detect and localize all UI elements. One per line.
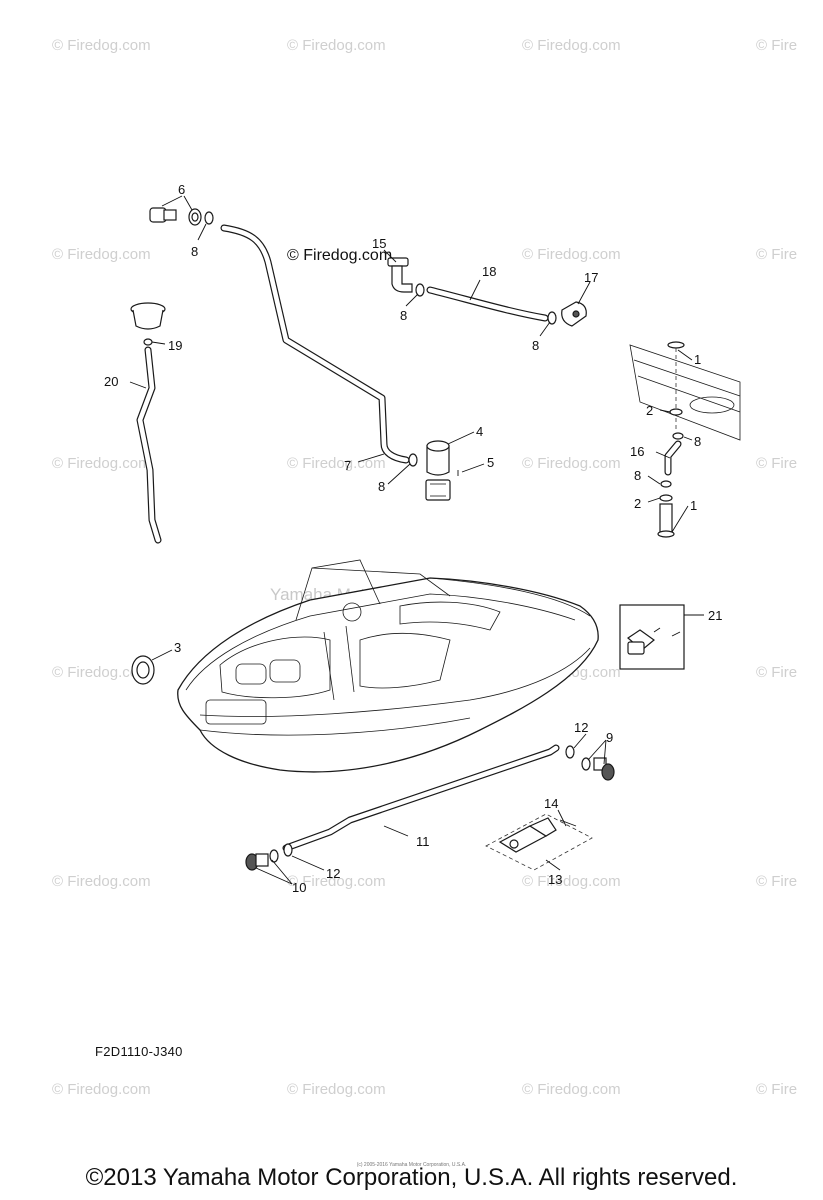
callout-14: 14 (544, 796, 558, 811)
watermark: © Firedog.com (52, 873, 151, 890)
watermark: © Firedog.com (52, 664, 151, 681)
callout-8: 8 (532, 338, 539, 353)
callout-18: 18 (482, 264, 496, 279)
callout-21: 21 (708, 608, 722, 623)
watermark-grid: © Firedog.com © Firedog.com © Firedog.co… (52, 37, 797, 1098)
watermark: © Firedog.com (522, 37, 621, 54)
callout-2: 2 (646, 403, 653, 418)
deck-fitting-1-bottom (657, 480, 675, 538)
watermark: © Fire (756, 37, 797, 54)
fine-print: (c) 2005-2016 Yamaha Motor Corporation, … (356, 1162, 467, 1168)
watermark: © Firedog.com (287, 37, 386, 54)
callout-8: 8 (378, 479, 385, 494)
water-separator-4 (425, 440, 459, 501)
callout-8: 8 (694, 434, 701, 449)
watermark: © Firedog.com (52, 1081, 151, 1098)
diagram-code: F2D1110-J340 (95, 1044, 183, 1059)
callout-1: 1 (694, 352, 701, 367)
callout-6: 6 (178, 182, 185, 197)
watermark: © Fire (756, 455, 797, 472)
watermark: © Firedog.com (522, 455, 621, 472)
watermark: © Fire (756, 246, 797, 263)
callout-labels: 6 8 15 8 18 17 8 19 20 4 5 7 8 1 2 8 16 … (104, 182, 722, 895)
callout-8: 8 (191, 244, 198, 259)
callout-1: 1 (690, 498, 697, 513)
drain-plug-3 (131, 655, 155, 685)
callout-7: 7 (344, 458, 351, 473)
watermark: © Firedog.com (287, 873, 386, 890)
watermark: © Firedog.com (52, 455, 151, 472)
callout-15: 15 (372, 236, 386, 251)
deck-fitting-1-top (667, 341, 685, 440)
callout-13: 13 (548, 872, 562, 887)
callout-17: 17 (584, 270, 598, 285)
callout-16: 16 (630, 444, 644, 459)
leader-lines (129, 195, 704, 885)
callout-2: 2 (634, 496, 641, 511)
watermark: © Firedog.com (522, 1081, 621, 1098)
callout-11: 11 (416, 834, 430, 849)
deck-panel (629, 344, 741, 441)
vent-fitting-6 (149, 207, 214, 226)
fitting-inset-21 (619, 604, 685, 670)
callout-9: 9 (606, 730, 613, 745)
boat-hull (177, 559, 599, 773)
callout-5: 5 (487, 455, 494, 470)
watermark: © Fire (756, 873, 797, 890)
watermark-center: © Firedog.com (287, 247, 392, 264)
watermark: © Firedog.com (287, 455, 386, 472)
callout-3: 3 (174, 640, 181, 655)
fitting-10 (245, 843, 293, 871)
fitting-9 (565, 745, 615, 781)
callout-10: 10 (292, 880, 306, 895)
callout-19: 19 (168, 338, 182, 353)
callout-8: 8 (400, 308, 407, 323)
watermark: © Firedog.com (52, 37, 151, 54)
watermark: © Fire (756, 664, 797, 681)
filler-cap-19 (130, 302, 166, 346)
callout-12: 12 (574, 720, 588, 735)
watermark: © Firedog.com (522, 246, 621, 263)
fitting-15 (387, 257, 413, 293)
watermark: © Firedog.com (522, 873, 621, 890)
callout-12: 12 (326, 866, 340, 881)
watermark: © Firedog.com (287, 1081, 386, 1098)
callout-20: 20 (104, 374, 118, 389)
copyright-notice: ©2013 Yamaha Motor Corporation, U.S.A. A… (85, 1164, 738, 1191)
callout-8: 8 (634, 468, 641, 483)
watermark: © Fire (756, 1081, 797, 1098)
watermark: © Firedog.com (52, 246, 151, 263)
check-valve-17 (561, 301, 587, 327)
bracket-assembly-13 (485, 813, 593, 871)
callout-4: 4 (476, 424, 483, 439)
